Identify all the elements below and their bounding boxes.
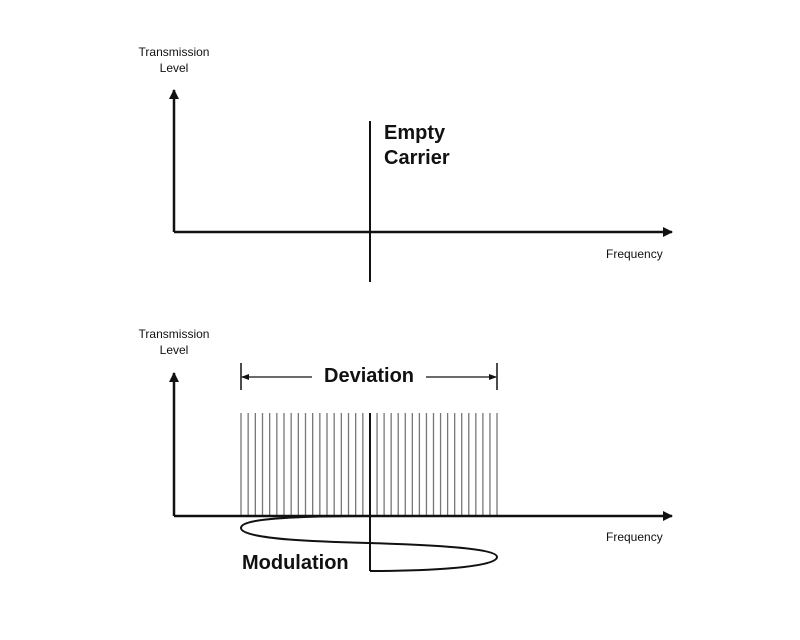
carrier-label-line1: Empty [384, 122, 446, 144]
y-label-line2: Level [159, 343, 189, 357]
y-label-line1: Transmission [138, 45, 210, 59]
bottom-x-axis-label: Frequency [606, 530, 663, 544]
bottom-y-axis-label: Transmission Level [124, 326, 224, 358]
y-label-line1: Transmission [138, 327, 210, 341]
sideband-lines [240, 413, 498, 516]
top-y-axis-label: Transmission Level [124, 44, 224, 76]
top-x-axis-label: Frequency [606, 247, 663, 261]
modulation-wave [239, 515, 499, 572]
modulation-label: Modulation [242, 552, 349, 574]
deviation-label: Deviation [324, 365, 415, 387]
empty-carrier-label: Empty Carrier [384, 121, 450, 171]
carrier-label-line2: Carrier [384, 147, 450, 169]
y-label-line2: Level [159, 61, 189, 75]
